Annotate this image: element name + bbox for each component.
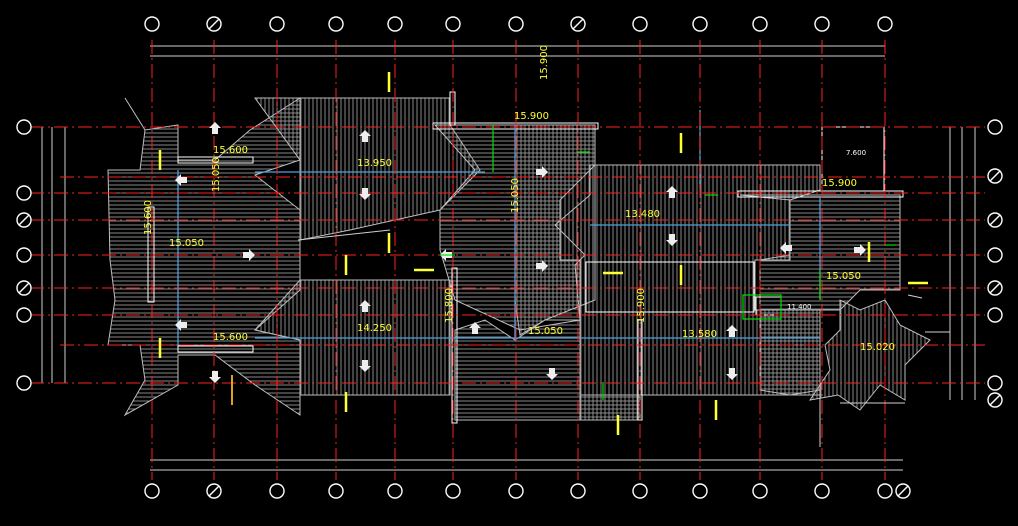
axis-bubble-slashed-icon (16, 280, 32, 296)
elevation-south-ridge: 14.250 (357, 323, 392, 334)
grid-axes (30, 40, 985, 480)
elevation-east-small: 11.400 (787, 303, 812, 311)
axis-bubble-icon (269, 16, 285, 32)
axis-bubble-icon (387, 16, 403, 32)
axis-bubble-slashed-icon (987, 280, 1003, 296)
axis-bubble-icon (877, 483, 893, 499)
yellow-markers (158, 72, 928, 435)
axis-bubble-icon (877, 16, 893, 32)
axis-bubble-slashed-icon (206, 483, 222, 499)
axis-bubble-slashed-icon (16, 212, 32, 228)
axis-bubble-icon (144, 16, 160, 32)
axis-bubble-icon (632, 16, 648, 32)
elevation-west-upper: 15.600 (213, 145, 248, 156)
elevation-east-top: 15.900 (822, 178, 857, 189)
elevation-center-top: 15.900 (514, 111, 549, 122)
axis-bubble-icon (570, 483, 586, 499)
axis-bubble-icon (328, 16, 344, 32)
axis-bubble-icon (16, 119, 32, 135)
axis-bubble-slashed-icon (987, 212, 1003, 228)
axis-bubbles-bottom (144, 483, 911, 499)
elevation-center-south: 15.800 (444, 288, 455, 323)
axis-bubbles-right (987, 119, 1003, 408)
axis-bubble-icon (445, 483, 461, 499)
elevation-north-ridge: 13.950 (357, 158, 392, 169)
elevation-labels: 15.900 15.600 15.600 15.050 15.050 15.60… (143, 45, 895, 353)
axis-bubble-icon (814, 483, 830, 499)
elevation-octagon: 15.020 (860, 342, 895, 353)
axis-bubbles-top (144, 16, 893, 32)
axis-bubble-icon (16, 375, 32, 391)
elevation-east-south: 13.580 (682, 329, 717, 340)
axis-bubble-icon (508, 483, 524, 499)
elevation-far-west: 15.600 (143, 200, 154, 235)
axis-bubble-icon (987, 119, 1003, 135)
axis-bubble-icon (16, 247, 32, 263)
elevation-west-vertical: 15.050 (211, 157, 222, 192)
axis-bubble-icon (814, 16, 830, 32)
axis-bubble-slashed-icon (987, 392, 1003, 408)
axis-bubble-icon (387, 483, 403, 499)
axis-bubble-icon (692, 483, 708, 499)
elevation-top-arrow: 15.900 (539, 45, 550, 80)
axis-bubble-icon (328, 483, 344, 499)
axis-bubble-icon (752, 483, 768, 499)
green-markers (440, 125, 896, 400)
elevation-tower-box: 7.600 (846, 149, 866, 157)
misc-accents (231, 229, 950, 447)
axis-bubble-icon (269, 483, 285, 499)
elevation-center-south-right: 15.900 (636, 288, 647, 323)
axis-bubble-icon (445, 16, 461, 32)
axis-bubble-icon (692, 16, 708, 32)
axis-bubbles-left (16, 119, 32, 391)
axis-bubble-icon (144, 483, 160, 499)
elevation-east-mid: 15.050 (826, 271, 861, 282)
axis-bubble-icon (752, 16, 768, 32)
slope-arrow-icon (175, 122, 866, 383)
axis-bubble-icon (987, 307, 1003, 323)
axis-bubble-slashed-icon (895, 483, 911, 499)
axis-bubble-slashed-icon (570, 16, 586, 32)
elevation-west-mid: 15.050 (169, 238, 204, 249)
axis-bubble-slashed-icon (987, 168, 1003, 184)
axis-bubble-icon (987, 375, 1003, 391)
axis-bubble-slashed-icon (206, 16, 222, 32)
elevation-east-ridge: 13.480 (625, 209, 660, 220)
elevation-center-vertical: 15.050 (510, 178, 521, 213)
axis-bubble-icon (632, 483, 648, 499)
elevation-west-lower: 15.600 (213, 332, 248, 343)
axis-bubble-icon (16, 307, 32, 323)
axis-bubble-icon (987, 247, 1003, 263)
axis-bubble-icon (508, 16, 524, 32)
axis-bubble-icon (16, 185, 32, 201)
elevation-center-south-mid: 15.050 (528, 326, 563, 337)
